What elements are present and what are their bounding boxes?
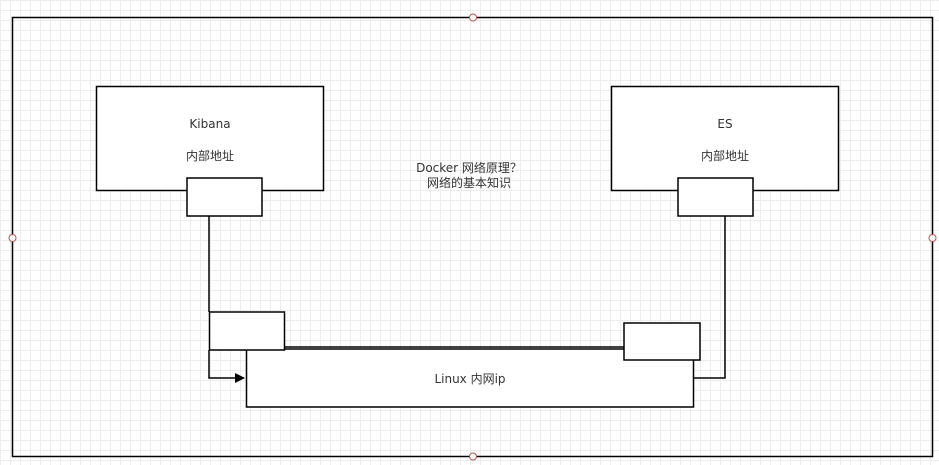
- linux-network-box[interactable]: [245, 348, 695, 408]
- diagram-title-line2: 网络的基本知识: [426, 176, 511, 190]
- es-address-label: 内部地址: [700, 149, 749, 163]
- kibana-name-label: Kibana: [189, 117, 231, 131]
- es-container-box[interactable]: [610, 85, 840, 192]
- kibana-arrow-connector[interactable]: [208, 350, 245, 383]
- kibana-veth-box[interactable]: [208, 311, 286, 351]
- kibana-container-box[interactable]: [95, 85, 325, 192]
- linux-network-label: Linux 内网ip: [434, 372, 506, 386]
- es-name-label: ES: [717, 117, 733, 131]
- resize-handle-bottom[interactable]: [469, 452, 477, 461]
- selection-handles[interactable]: [8, 13, 937, 461]
- es-port-box[interactable]: [677, 177, 754, 217]
- kibana-address-label: 内部地址: [185, 149, 234, 163]
- resize-handle-left[interactable]: [8, 234, 17, 242]
- resize-handle-right[interactable]: [928, 234, 937, 242]
- diagram-title-line1: Docker 网络原理？: [416, 161, 522, 175]
- es-link-line[interactable]: [694, 216, 726, 379]
- resize-handle-top[interactable]: [469, 13, 477, 22]
- es-veth-box[interactable]: [623, 322, 701, 361]
- kibana-port-box[interactable]: [186, 177, 263, 217]
